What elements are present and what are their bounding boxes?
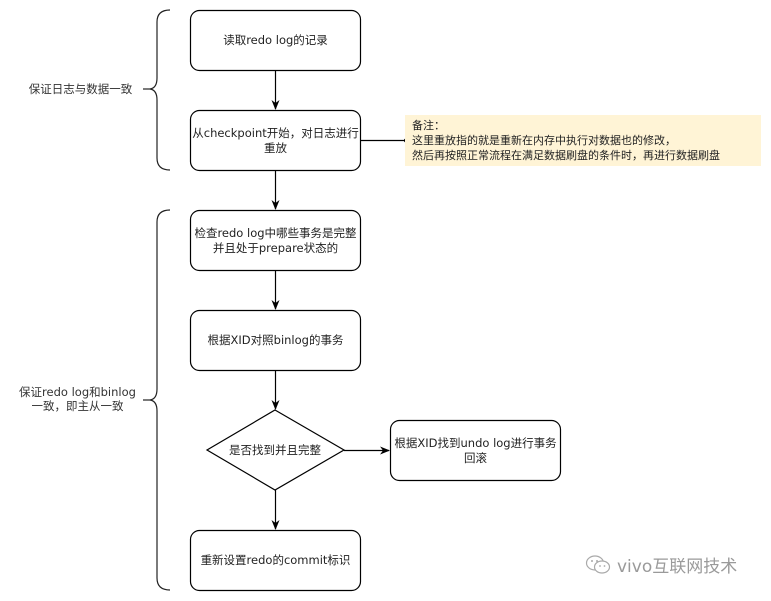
watermark: vivo互联网技术 bbox=[585, 552, 737, 577]
node-read-redo[interactable] bbox=[189, 9, 362, 72]
group-label-data-consistency: 保证日志与数据一致 bbox=[28, 82, 133, 96]
group-label-binlog-consistency: 保证redo log和binlog 一致，即主从一致 bbox=[10, 385, 145, 413]
note-box: 备注： 这里重放指的就是重新在内存中执行对数据也的修改， 然后再按照正常流程在满… bbox=[405, 115, 761, 166]
node-replay[interactable] bbox=[189, 109, 362, 172]
node-set-commit-label: 重新设置redo的commit标识 bbox=[200, 553, 351, 567]
node-read-redo-label: 读取redo log的记录 bbox=[223, 33, 328, 47]
group-bracket-binlog-consistency bbox=[149, 209, 171, 591]
node-check-prepare[interactable] bbox=[189, 209, 362, 272]
node-decision-label: 是否找到并且完整 bbox=[229, 442, 321, 457]
node-replay-label: 从checkpoint开始，对日志进行重放 bbox=[192, 125, 359, 155]
note-title: 备注： bbox=[412, 119, 445, 132]
node-rollback[interactable] bbox=[389, 419, 562, 482]
node-compare-binlog-label: 根据XID对照binlog的事务 bbox=[207, 333, 344, 347]
node-check-prepare-label: 检查redo log中哪些事务是完整并且处于prepare状态的 bbox=[194, 225, 357, 255]
node-rollback-label: 根据XID找到undo log进行事务回滚 bbox=[394, 435, 557, 465]
node-set-commit[interactable] bbox=[189, 529, 362, 592]
group-label-line: 一致，即主从一致 bbox=[31, 399, 124, 413]
group-bracket-data-consistency bbox=[149, 9, 171, 171]
watermark-text: vivo互联网技术 bbox=[617, 557, 738, 577]
group-label-line: 保证redo log和binlog bbox=[19, 385, 136, 399]
wechat-icon bbox=[585, 554, 611, 574]
note-line: 这里重放指的就是重新在内存中执行对数据也的修改， bbox=[412, 134, 676, 147]
note-line: 然后再按照正常流程在满足数据刷盘的条件时，再进行数据刷盘 bbox=[412, 149, 720, 162]
node-compare-binlog[interactable] bbox=[189, 309, 362, 372]
